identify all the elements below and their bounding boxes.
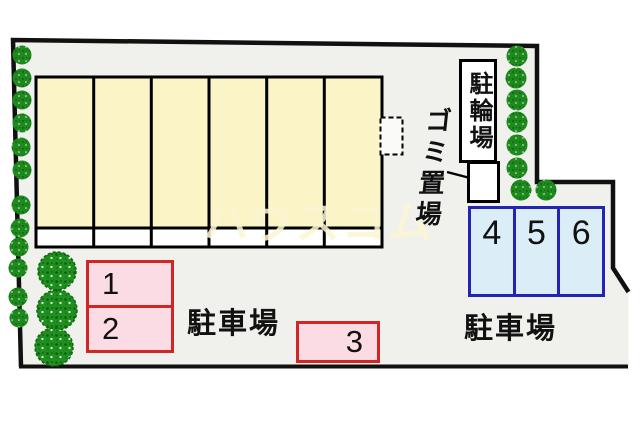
tree-icon — [8, 287, 28, 307]
large-tree-icon — [37, 251, 77, 291]
building-unit-dividers — [92, 77, 326, 247]
parking-label-left: 駐車場 — [187, 308, 281, 340]
parking-space-3: 3 — [296, 321, 380, 363]
tree-icon — [505, 67, 527, 89]
large-tree-icon — [34, 327, 74, 367]
parking-space-2: 2 — [102, 311, 120, 346]
tree-icon — [10, 218, 30, 238]
parking-space-6: 6 — [571, 214, 591, 252]
tree-icon — [506, 89, 528, 111]
tree-icon — [9, 237, 29, 257]
tree-cluster-large — [34, 251, 78, 367]
parking-lot-left: 1 2 — [86, 260, 174, 353]
tree-icon — [506, 111, 528, 133]
watermark: ハウスコム — [203, 197, 434, 248]
parking-label-right: 駐車場 — [464, 313, 558, 345]
parking-space-4: 4 — [471, 209, 516, 294]
tree-row-right — [505, 45, 557, 201]
tree-icon — [12, 160, 32, 180]
parking-space-1: 1 — [89, 263, 171, 308]
tree-icon — [506, 134, 528, 156]
building-entrance-dashed — [379, 116, 404, 156]
tree-icon — [12, 68, 32, 88]
tree-icon — [535, 179, 557, 201]
tree-icon — [506, 45, 528, 67]
large-tree-icon — [36, 289, 78, 331]
tree-icon — [12, 90, 32, 110]
tree-icon — [11, 195, 31, 215]
bicycle-parking-box: 駐輪場 — [459, 59, 497, 163]
tree-row-left — [8, 45, 32, 328]
tree-icon — [11, 137, 31, 157]
tree-icon — [506, 157, 528, 179]
tree-icon — [12, 113, 32, 133]
site-boundary — [10, 37, 631, 368]
tree-icon — [9, 308, 29, 328]
tree-icon — [12, 45, 32, 65]
parking-lot-right: 4 5 6 — [468, 206, 605, 297]
garbage-area-box — [467, 161, 500, 203]
tree-icon — [8, 258, 28, 278]
tree-icon — [510, 179, 532, 201]
building — [34, 75, 404, 249]
parking-space-5: 5 — [516, 209, 561, 294]
